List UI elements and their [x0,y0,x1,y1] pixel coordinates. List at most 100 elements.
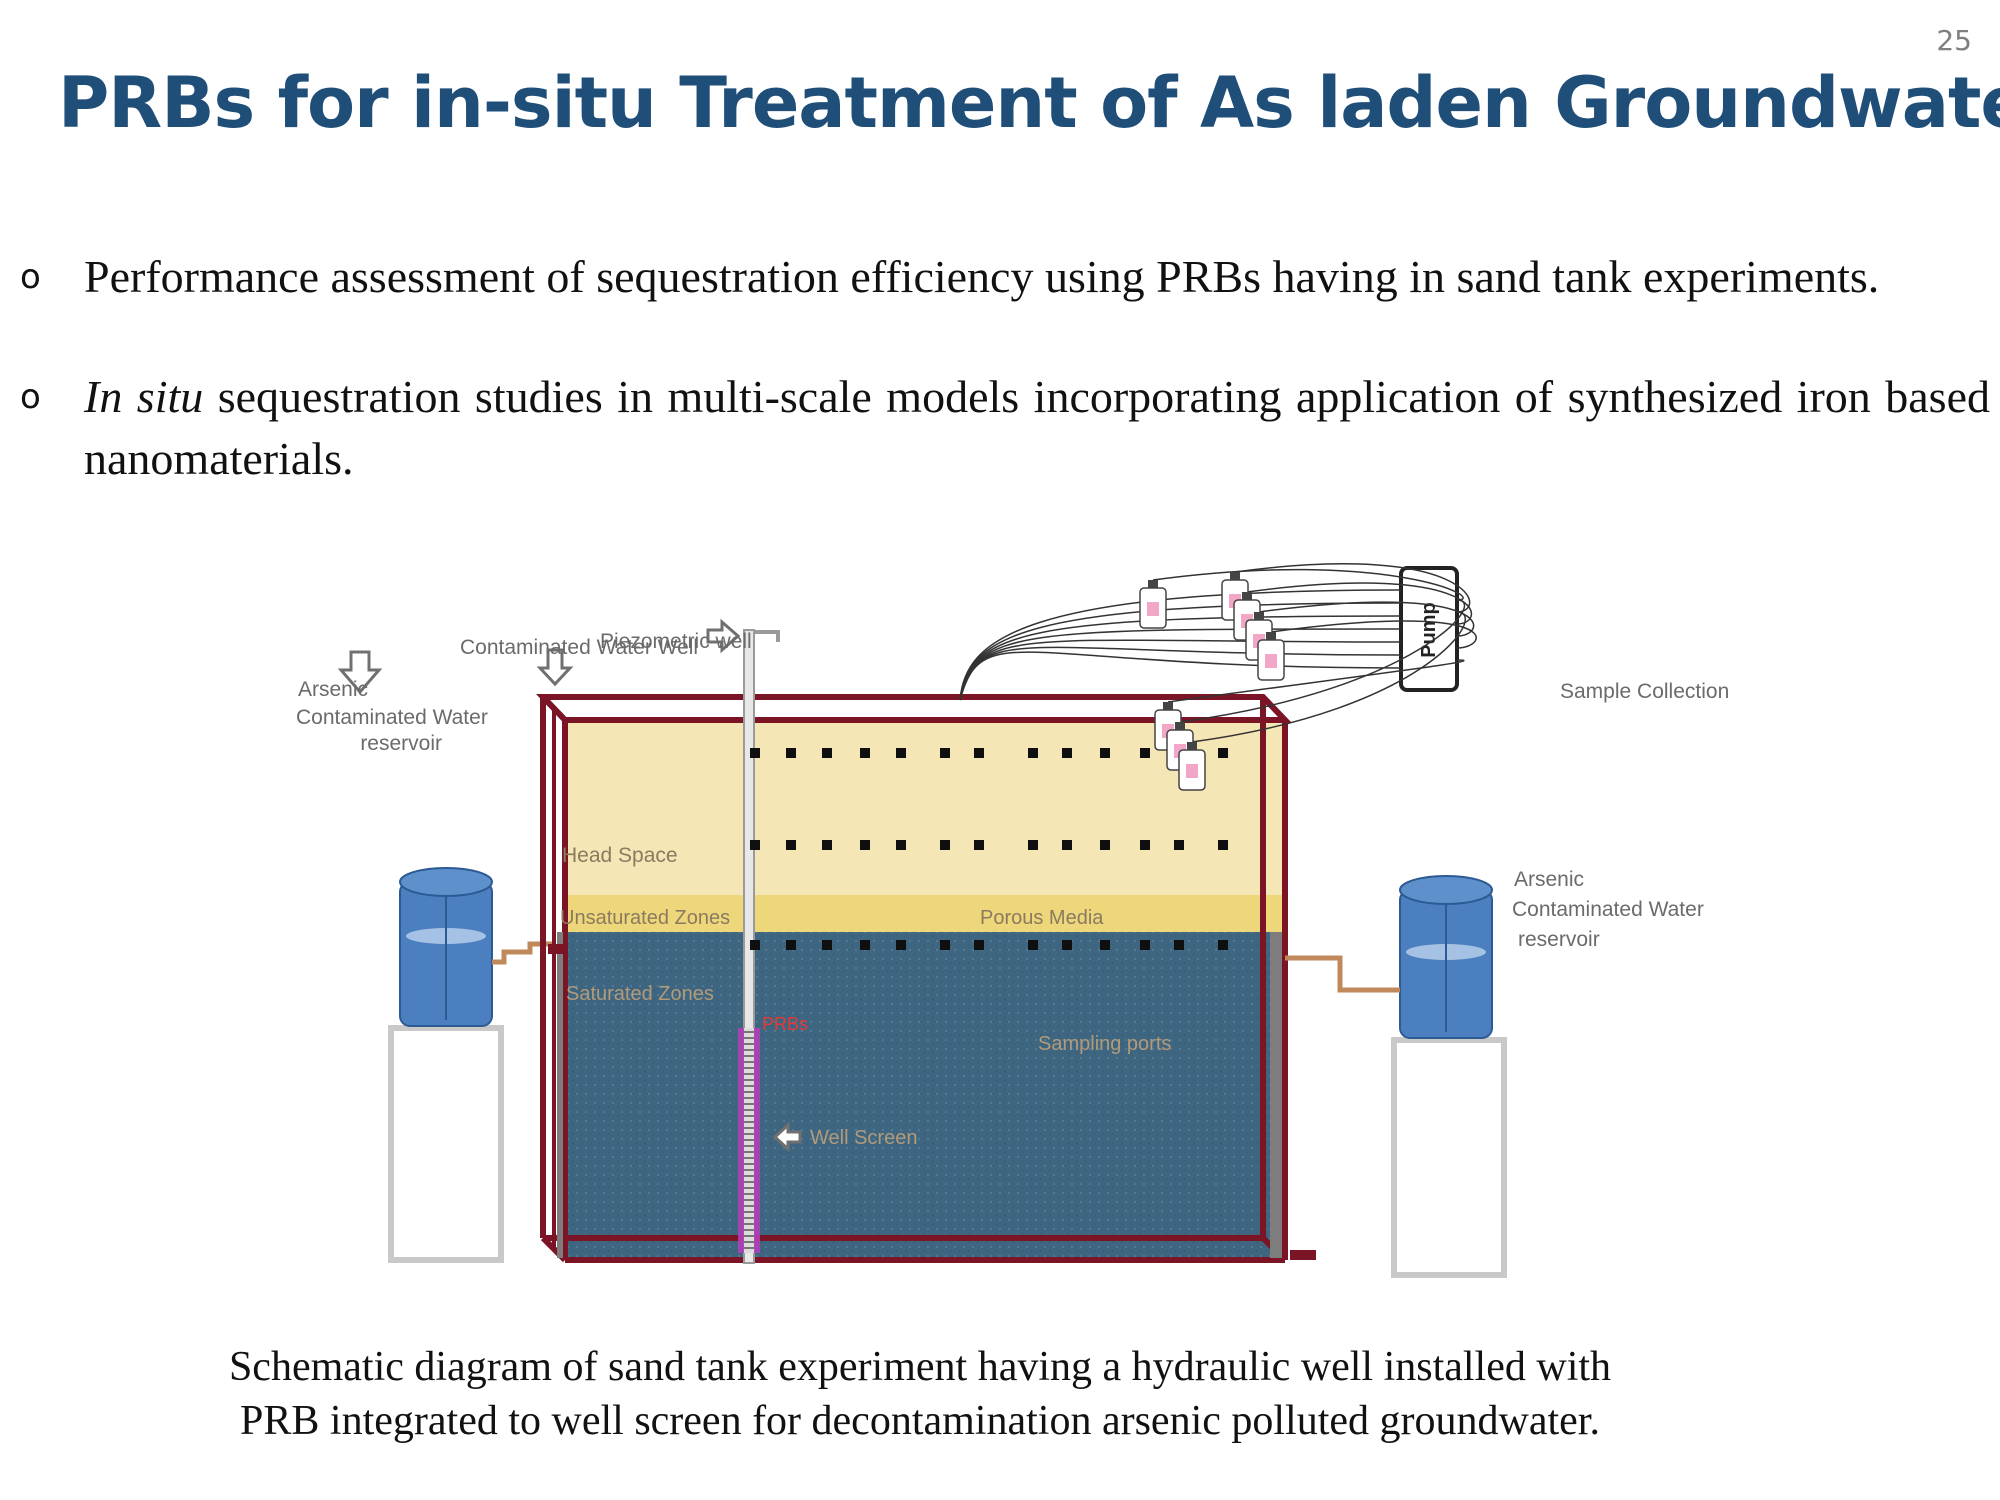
pump-label: Pump [1418,602,1440,658]
bullet-italic-lead: In situ [84,371,204,422]
down-arrow-icon [536,648,574,687]
bottle-sample [1147,602,1159,616]
bullet-marker: o [20,257,41,297]
bullet-list: o Performance assessment of sequestratio… [20,246,1990,548]
sampling-tube [959,651,1402,701]
bottle-tube [1270,620,1477,649]
sampling-port [1218,940,1228,950]
sampling-port [1140,748,1150,758]
saturated-zones-label: Saturated Zones [566,983,714,1005]
bullet-text: sequestration studies in multi-scale mod… [84,371,1990,484]
sampling-port [1028,840,1038,850]
right-arrow-icon [706,618,741,654]
left-reservoir-stand [388,1025,504,1263]
bottle-tube [1234,563,1471,613]
sampling-port [750,940,760,950]
sampling-port [750,748,760,758]
bottle-sample [1186,764,1198,778]
sampling-port [822,748,832,758]
sample-collection-label: Sample Collection [1560,680,1729,703]
sampling-ports-label: Sampling ports [1038,1033,1171,1055]
head-space-label: Head Space [562,844,678,867]
sampling-port [1174,940,1184,950]
bottle-cap [1242,592,1252,600]
sampling-port [786,840,796,850]
bottle-cap [1148,580,1158,588]
bullet-item: o Performance assessment of sequestratio… [20,246,1990,308]
bullet-marker: o [20,377,41,417]
sampling-port [860,748,870,758]
sampling-port [786,940,796,950]
sampling-port [974,748,984,758]
sampling-port [1218,748,1228,758]
sampling-port [1174,840,1184,850]
down-arrow-icon [337,650,383,695]
right-outlet-valve [1290,1250,1316,1260]
bottle-cap [1187,742,1197,750]
left-inlet-valve [548,944,568,954]
unsaturated-zone [565,895,1285,932]
bottle-cap [1175,722,1185,730]
left-reservoir-label-line3: reservoir [360,732,442,755]
bottle-tube [1179,599,1466,723]
right-outlet-pipe [1285,955,1400,993]
well-screen-label: Well Screen [810,1127,917,1149]
well-screen-ticks [744,1031,754,1249]
bullet-item: o In situ sequestration studies in multi… [20,366,1990,490]
left-wall-gray [557,932,563,1258]
sample-bottles [1139,572,1285,791]
sampling-port [1028,748,1038,758]
bottle-cap [1266,632,1276,640]
bullet-text: Performance assessment of sequestration … [84,251,1880,302]
sampling-port [1218,840,1228,850]
sampling-port [1140,940,1150,950]
sampling-port [1100,748,1110,758]
sampling-port [1140,840,1150,850]
caption-line1: Schematic diagram of sand tank experimen… [228,1344,1612,1390]
sampling-port [1062,840,1072,850]
bottle-tube [1246,582,1473,625]
right-wall-gray [1270,932,1282,1258]
slide-title: PRBs for in-situ Treatment of As laden G… [58,62,2000,144]
left-reservoir-label-line2: Contaminated Water [296,706,488,729]
sampling-port [896,940,906,950]
sampling-port [1028,940,1038,950]
sampling-port [940,840,950,850]
left-arrow-icon [772,1121,802,1153]
sampling-port [860,940,870,950]
bottle-tube [1167,659,1465,703]
figure-caption: Schematic diagram of sand tank experimen… [120,1340,1720,1448]
sampling-tubes-to-pump [959,589,1402,701]
piezometric-well-label: Piezometric well [600,630,752,653]
sampling-port [1100,940,1110,950]
sampling-port [896,748,906,758]
sampling-port [940,748,950,758]
sampling-port [940,940,950,950]
contaminated-water-well-label: Contaminated Water Well [460,636,698,659]
right-reservoir-label-line2: Contaminated Water [1512,898,1704,921]
right-reservoir-label-line1: Arsenic [1514,868,1584,891]
saturated-zone [565,932,1285,1260]
sampling-port [896,840,906,850]
sampling-port [860,840,870,850]
bottle-sample [1265,654,1277,668]
right-reservoir [1399,875,1493,1039]
sampling-tubes-to-bottles [1152,563,1477,743]
sampling-port [974,940,984,950]
sampling-port [822,840,832,850]
bottle-cap [1254,612,1264,620]
sampling-port [1100,840,1110,850]
tank-frame [535,694,1293,1263]
right-reservoir-stand [1391,1037,1507,1278]
left-reservoir [399,867,493,1027]
sampling-tube [959,628,1402,701]
bottle-tube [1191,611,1466,743]
right-reservoir-label-line3: reservoir [1518,928,1600,951]
bottle-cap [1163,702,1173,710]
sand-tank-diagram: Pump Contaminated Water Well Piezometric… [296,563,1729,1278]
page-number: 25 [1936,24,1972,57]
sampling-port [974,840,984,850]
left-inlet-pipe [492,941,555,965]
sampling-port [822,940,832,950]
sampling-port [786,748,796,758]
